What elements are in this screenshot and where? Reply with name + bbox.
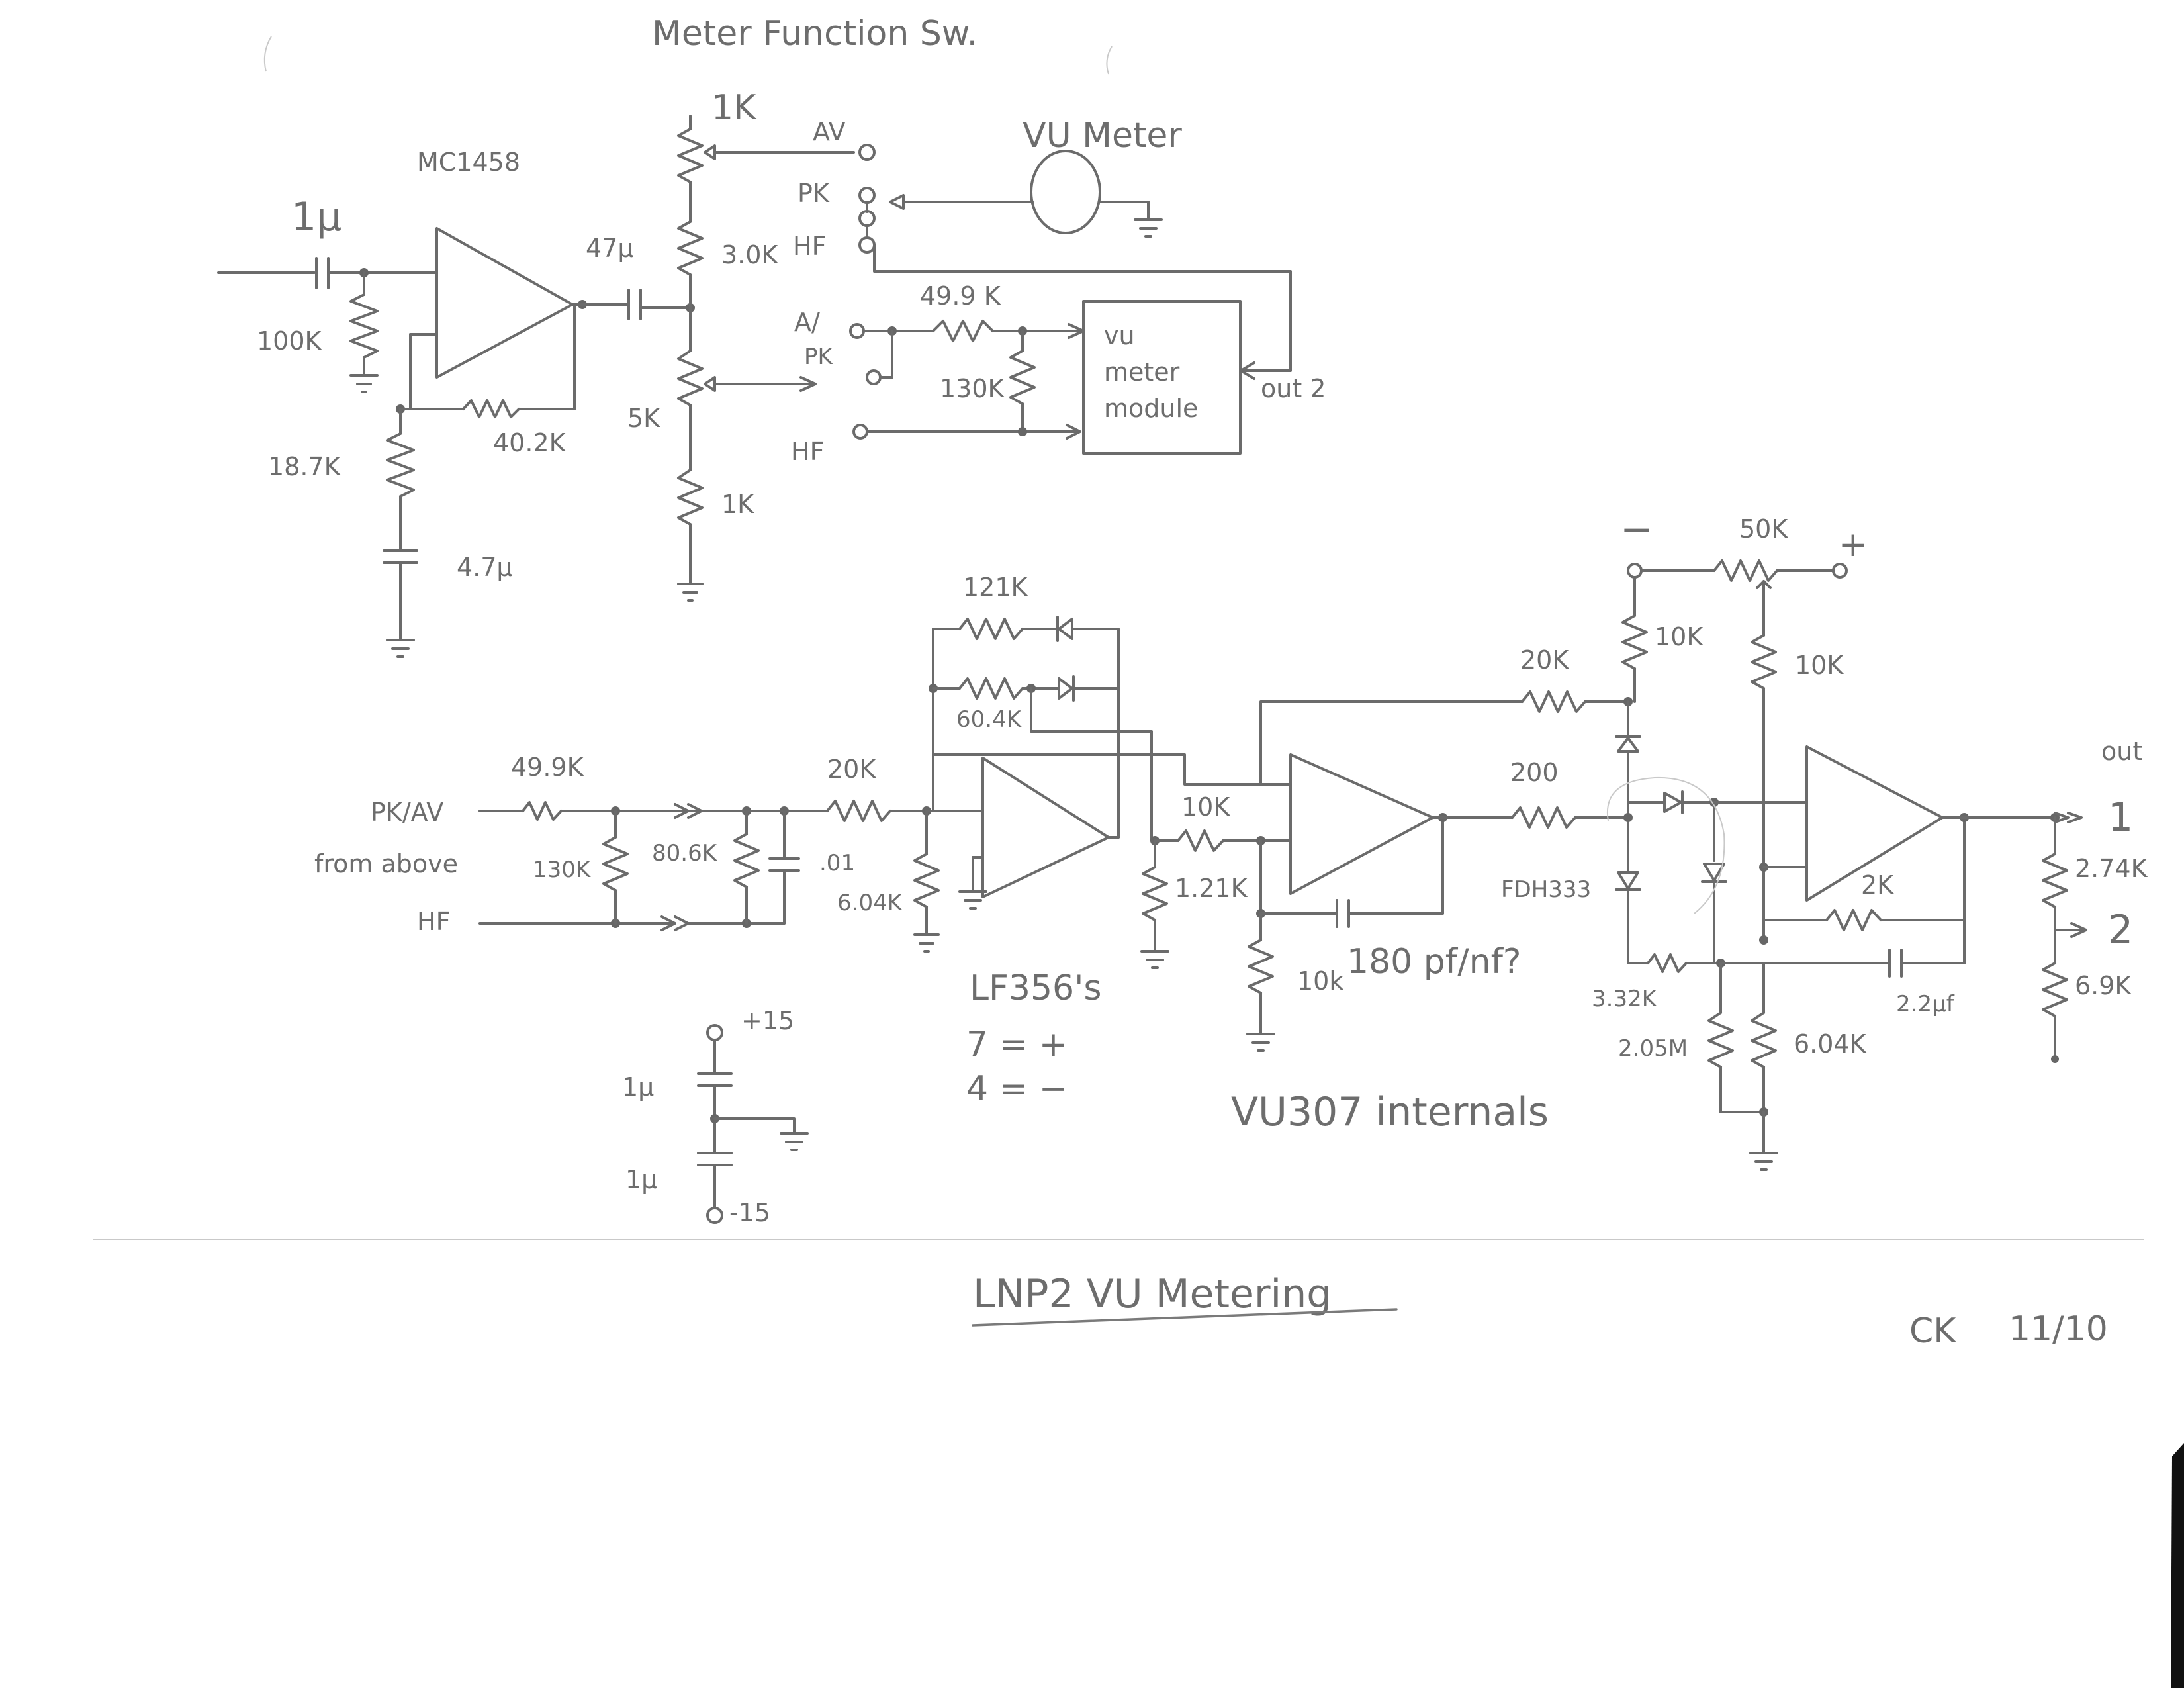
r-205-label: 2.05M bbox=[1618, 1035, 1688, 1062]
supply-minus-label: -15 bbox=[729, 1198, 770, 1227]
c-gnd-label: 4.7µ bbox=[457, 553, 513, 582]
vu-meter-module-box bbox=[1082, 300, 1242, 455]
r-10k-b-label: 10k bbox=[1297, 966, 1343, 996]
out1-label: 1 bbox=[2108, 794, 2133, 841]
r-fb-gnd-label: 18.7K bbox=[268, 452, 341, 481]
rectifier-input-network bbox=[478, 800, 940, 953]
date: 11/10 bbox=[2009, 1309, 2108, 1349]
r-20k-r-label: 20K bbox=[1520, 645, 1569, 675]
c-22-label: 2.2µf bbox=[1896, 991, 1955, 1017]
r-806-label: 80.6K bbox=[652, 840, 718, 867]
r-130-bl-label: 130K bbox=[533, 857, 592, 883]
r-10k-bl-label: 10K bbox=[1181, 792, 1230, 821]
r-499-label: 49.9 K bbox=[920, 281, 1001, 310]
drawing-title: LNP2 VU Metering bbox=[973, 1271, 1332, 1317]
c-in-label: 1µ bbox=[291, 194, 341, 240]
switch-label-pk: PK bbox=[797, 179, 830, 208]
r-10k-a-label: 10K bbox=[1655, 622, 1704, 651]
r-121k-label: 121K bbox=[963, 573, 1028, 602]
switch-label-hf2: HF bbox=[791, 437, 824, 466]
pot-1k-label: 1K bbox=[711, 88, 757, 128]
r-50k-label: 50K bbox=[1739, 514, 1788, 543]
supply-plus-label: +15 bbox=[741, 1006, 794, 1035]
switch-title: Meter Function Sw. bbox=[652, 14, 978, 54]
r-604-bl-label: 6.04K bbox=[837, 890, 903, 916]
plus-supply-label: + bbox=[1839, 525, 1868, 565]
pin4-label: 4 = − bbox=[966, 1069, 1068, 1109]
r-69-label: 6.9K bbox=[2075, 971, 2132, 1000]
switch-label-hf: HF bbox=[793, 232, 826, 261]
c-out-label: 47µ bbox=[586, 234, 634, 263]
out-label: out bbox=[2101, 737, 2142, 766]
r-332-label: 3.32K bbox=[1592, 986, 1658, 1012]
switch-label-av: AV bbox=[813, 117, 846, 146]
module-label-1: vu bbox=[1104, 321, 1135, 350]
c-01-label: .01 bbox=[819, 850, 855, 876]
supply-c1-label: 1µ bbox=[622, 1072, 654, 1102]
internals-label: VU307 internals bbox=[1231, 1089, 1549, 1135]
from-above-label: from above bbox=[314, 849, 458, 878]
r-200-label: 200 bbox=[1510, 758, 1559, 787]
pin7-label: 7 = + bbox=[966, 1025, 1068, 1064]
module-label-2: meter bbox=[1104, 357, 1180, 387]
input-stage bbox=[217, 227, 695, 658]
out2-r-label: 2 bbox=[2108, 907, 2133, 953]
r-274-label: 2.74K bbox=[2075, 854, 2148, 883]
vu307-internals bbox=[1246, 559, 2087, 1171]
out2-label: out 2 bbox=[1261, 374, 1326, 403]
vu-meter-label: VU Meter bbox=[1023, 116, 1182, 156]
title-underline bbox=[972, 1308, 1398, 1327]
pot-5k-label: 5K bbox=[627, 404, 660, 433]
r-604-r-label: 6.04K bbox=[1794, 1029, 1867, 1058]
lf356-opamp-rectifier bbox=[925, 616, 1292, 969]
opamp1-label: MC1458 bbox=[417, 148, 520, 177]
r-20k-bl-label: 20K bbox=[827, 755, 876, 784]
r-30k-label: 3.0K bbox=[721, 240, 778, 269]
switch-label-av2: A/ bbox=[794, 308, 820, 337]
scan-mark bbox=[1106, 46, 1113, 75]
page-edge bbox=[2171, 1443, 2184, 1688]
r-1k-bot-label: 1K bbox=[721, 490, 754, 519]
r-2k-label: 2K bbox=[1861, 870, 1894, 900]
opamps-label: LF356's bbox=[970, 968, 1102, 1008]
r-604k-label: 60.4K bbox=[956, 706, 1023, 733]
r-130-label: 130K bbox=[940, 374, 1005, 403]
r-in-label: 100K bbox=[257, 326, 322, 355]
r-499-bl-label: 49.9K bbox=[511, 753, 584, 782]
switch-label-pk2: PK bbox=[804, 344, 834, 370]
meter-function-switch bbox=[849, 144, 1292, 455]
vu-meter-icon bbox=[1030, 150, 1101, 234]
r-121-label: 1.21K bbox=[1175, 874, 1248, 903]
pkav-label: PK/AV bbox=[371, 798, 443, 827]
scan-mark bbox=[263, 36, 272, 72]
module-label-3: module bbox=[1104, 394, 1198, 423]
initials: CK bbox=[1909, 1311, 1957, 1351]
power-supply-decoupling bbox=[697, 1024, 809, 1224]
r-10k-b-r-label: 10K bbox=[1795, 651, 1844, 680]
r-fb-label: 40.2K bbox=[493, 428, 567, 457]
supply-c2-label: 1µ bbox=[625, 1165, 657, 1194]
minus-supply-label: − bbox=[1620, 506, 1653, 553]
c-180-label: 180 pf/nf? bbox=[1347, 942, 1521, 982]
attenuator-ladder bbox=[677, 115, 855, 602]
hf-label: HF bbox=[417, 907, 450, 936]
diode-label: FDH333 bbox=[1501, 876, 1591, 903]
pencil-circle bbox=[1606, 776, 1725, 914]
